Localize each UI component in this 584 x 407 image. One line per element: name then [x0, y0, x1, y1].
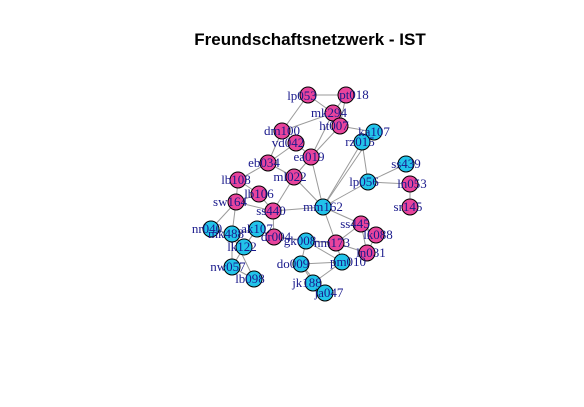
node-lk088	[367, 226, 385, 244]
node-label-vd042: vd042	[272, 135, 305, 150]
node-nw057	[223, 258, 241, 276]
node-nm173	[327, 234, 345, 252]
node-label-dr004: dr004	[261, 229, 292, 244]
node-label-lp053: lp053	[287, 88, 317, 103]
node-dr004	[265, 228, 283, 246]
node-label-ak107: ak107	[241, 221, 273, 236]
node-ht007	[331, 117, 349, 135]
node-eb034	[259, 154, 277, 172]
node-ak107	[248, 220, 266, 238]
node-ea019	[302, 148, 320, 166]
node-label-dm100: dm100	[264, 123, 300, 138]
node-label-lp056: lp056	[349, 174, 379, 189]
edge-dm100-mk294	[281, 112, 334, 132]
node-vd042	[287, 134, 305, 152]
node-label-ln031: ln031	[356, 245, 386, 260]
node-label-nm173: nm173	[314, 235, 350, 250]
node-lk122	[235, 238, 253, 256]
node-label-nr040: nr040	[192, 221, 222, 236]
edge-mm162-lp056	[322, 181, 369, 208]
node-label-nw057: nw057	[210, 259, 246, 274]
node-rz015	[353, 133, 371, 151]
graph-title: Freundschaftsnetzwerk - IST	[194, 30, 426, 49]
edge-ea019-mm162	[310, 156, 324, 208]
node-label-ss445: ss445	[340, 216, 370, 231]
node-label-sr145: sr145	[394, 199, 423, 214]
node-label-ja047: ja047	[314, 285, 344, 300]
node-label-mm162: mm162	[303, 199, 343, 214]
edge-rz015-mm162	[322, 141, 363, 208]
node-mk488	[223, 225, 241, 243]
node-mm162	[314, 198, 332, 216]
node-label-lk088: lk088	[363, 227, 393, 242]
node-lp056	[359, 173, 377, 191]
node-label-mk488: mk488	[208, 226, 244, 241]
node-label-lb108: lb108	[221, 172, 251, 187]
node-label-jk188: jk188	[291, 275, 322, 290]
node-ja047	[316, 284, 334, 302]
node-gk008	[297, 232, 315, 250]
node-ml022	[285, 168, 303, 186]
node-label-ht007: ht007	[319, 118, 349, 133]
node-label-ss439: ss439	[391, 156, 421, 171]
node-pm010	[333, 253, 351, 271]
node-ss445	[352, 215, 370, 233]
node-sr145	[401, 198, 419, 216]
node-ss440	[264, 202, 282, 220]
node-lb098	[245, 270, 263, 288]
node-ln031	[358, 244, 376, 262]
node-label-ln053: ln053	[397, 176, 427, 191]
node-ss439	[397, 155, 415, 173]
node-label-eb034: eb034	[248, 155, 280, 170]
node-label-ss440: ss440	[256, 203, 286, 218]
node-label-mk294: mk294	[311, 105, 348, 120]
node-label-sw164: sw164	[213, 194, 247, 209]
node-sw164	[227, 193, 245, 211]
node-lb106	[250, 185, 268, 203]
node-jk188	[304, 274, 322, 292]
node-nr040	[202, 220, 220, 238]
node-label-pt018: pt018	[339, 87, 369, 102]
node-pt018	[337, 86, 355, 104]
node-label-pm010: pm010	[330, 254, 366, 269]
node-lp053	[299, 86, 317, 104]
node-label-lb098: lb098	[235, 271, 265, 286]
node-mk294	[324, 104, 342, 122]
node-label-ml022: ml022	[273, 169, 306, 184]
node-dm100	[273, 122, 291, 140]
node-label-ea019: ea019	[293, 149, 324, 164]
node-label-gk008: gk008	[284, 233, 317, 248]
node-ka107	[365, 123, 383, 141]
node-label-rz015: rz015	[345, 134, 375, 149]
node-lb108	[229, 171, 247, 189]
node-label-ka107: ka107	[358, 124, 390, 139]
node-ln053	[401, 175, 419, 193]
node-do009	[292, 255, 310, 273]
node-label-lk122: lk122	[227, 239, 257, 254]
node-label-lb106: lb106	[244, 186, 274, 201]
node-label-do009: do009	[277, 256, 310, 271]
nodes-group	[202, 86, 419, 302]
